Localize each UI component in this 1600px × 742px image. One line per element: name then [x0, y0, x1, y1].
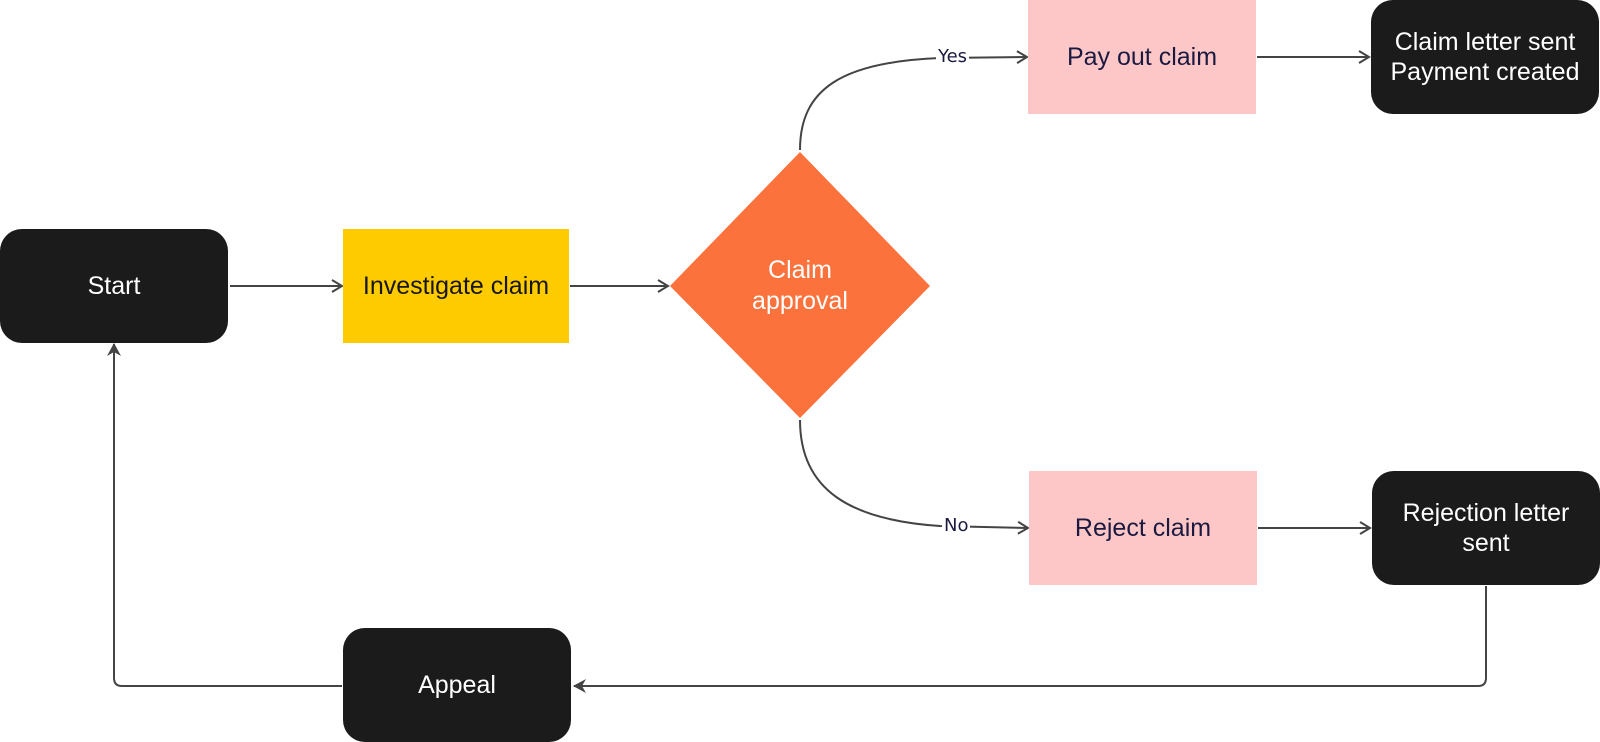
claim-letter-sent-node: Claim letter sent Payment created: [1371, 0, 1599, 114]
connector-decision-to-payout: [799, 50, 1029, 151]
claim-approval-decision-label: Claim approval: [752, 256, 848, 315]
rejection-letter-sent-node: Rejection letter sent: [1372, 471, 1600, 585]
connector-appeal-to-start: [107, 343, 342, 687]
appeal-node: Appeal: [343, 628, 571, 742]
pay-out-claim-node: Pay out claim: [1028, 0, 1256, 114]
connector-rejection-letter-to-appeal: [573, 586, 1487, 693]
no-edge-label: No: [942, 515, 971, 537]
start-node: Start: [0, 229, 228, 343]
reject-claim-node: Reject claim: [1029, 471, 1257, 585]
decision-diamond: [670, 152, 930, 418]
connector-decision-to-reject: [799, 419, 1030, 535]
yes-edge-label: Yes: [936, 46, 970, 68]
investigate-claim-node: Investigate claim: [343, 229, 569, 343]
